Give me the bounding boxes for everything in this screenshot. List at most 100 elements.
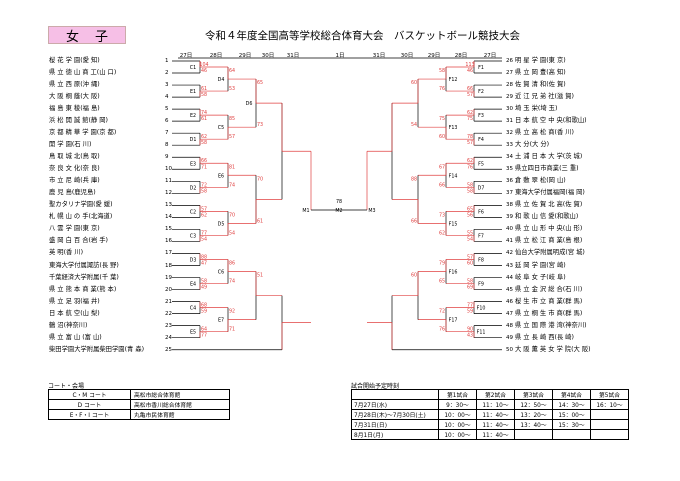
score-label: 68 — [201, 303, 207, 309]
left-team-name: 市 立 尼 崎(兵 庫) — [49, 177, 100, 185]
score-label: 61 — [201, 116, 207, 122]
score-label: 70 — [229, 212, 235, 218]
right-team-name: 日 本 航 空 中 央(和歌山) — [515, 117, 587, 125]
schedule-cell: 15：30～ — [552, 419, 591, 430]
schedule-cell: 10：00～ — [438, 409, 477, 420]
left-seed-number: 24 — [165, 334, 172, 341]
left-team-name: 聖カタリナ学園(愛 媛) — [49, 201, 113, 209]
right-seed-number: 49 — [506, 334, 513, 341]
game-code: F14 — [449, 173, 458, 179]
score-label: 57 — [229, 134, 235, 140]
score-label: 66 — [411, 218, 417, 224]
game-code: M2 — [335, 208, 342, 214]
score-label: 58 — [201, 279, 207, 285]
right-seed-number: 30 — [506, 106, 513, 113]
right-team-name: 延 岡 学 園(宮 崎) — [515, 261, 566, 269]
venue-table: C・M コート高松市総合体育館 D コート高松市香川総合体育館 E・F・I コー… — [48, 389, 230, 420]
schedule-header-cell: 第1試合 — [438, 389, 477, 400]
game-code: D3 — [190, 257, 197, 263]
right-seed-number: 45 — [506, 286, 513, 293]
score-label: 57 — [201, 206, 207, 212]
score-label: 57 — [467, 254, 473, 260]
schedule-header-cell: 第5試合 — [590, 389, 629, 400]
left-team-name: 県 立 足 羽(福 井) — [49, 297, 100, 305]
venue-row: D コート高松市香川総合体育館 — [48, 399, 230, 410]
left-team-name: 桜 花 学 園(愛 知) — [49, 57, 100, 64]
score-label: 58 — [467, 279, 473, 285]
schedule-cell: 9：30～ — [438, 399, 477, 410]
game-code: E1 — [190, 89, 196, 95]
left-seed-number: 17 — [165, 250, 172, 257]
right-team-name: 県 立 国 際 港 湾(神奈川) — [515, 321, 587, 329]
left-seed-number: 10 — [165, 166, 172, 173]
score-label: 57 — [467, 140, 473, 146]
right-team-name: 東海大学付属福岡(福 岡) — [515, 189, 585, 197]
right-seed-number: 34 — [506, 154, 513, 161]
score-label: 49 — [201, 285, 207, 291]
game-code: D4 — [218, 77, 225, 83]
schedule-title: 試合開始予定時刻 — [351, 383, 400, 390]
score-label: 70 — [257, 176, 263, 182]
left-seed-number: 1 — [165, 58, 169, 64]
place-cell: 高松市香川総合体育館 — [130, 399, 230, 410]
score-label: 61 — [257, 218, 263, 224]
game-code: C1 — [190, 65, 196, 71]
score-label: 64 — [229, 68, 235, 74]
game-code: F11 — [477, 330, 486, 336]
left-seed-number: 8 — [165, 142, 169, 149]
left-team-name: 鳥 取 城 北(鳥 取) — [49, 153, 100, 161]
date-header: 27日 — [483, 53, 497, 59]
right-seed-number: 37 — [506, 190, 513, 197]
score-label: 75 — [467, 116, 473, 122]
left-team-name: 千葉経済大学附属(千 葉) — [49, 273, 119, 281]
game-code: D5 — [218, 221, 225, 227]
score-label: 56 — [467, 212, 473, 218]
right-team-name: 近 江 兄 弟 社(滋 賀) — [515, 93, 574, 101]
score-label: 46 — [201, 68, 207, 74]
schedule-header-cell: 第3試合 — [514, 389, 553, 400]
game-code: F1 — [478, 65, 484, 71]
score-label: 76 — [467, 164, 473, 170]
schedule-header-cell: 第4試合 — [552, 389, 591, 400]
score-label: 54 — [229, 230, 235, 236]
schedule-row: 7月27日(水)9：30～11：10～12：50～14：30～16：10～ — [351, 399, 629, 410]
score-label: 55 — [467, 230, 473, 236]
game-code: F12 — [449, 77, 458, 83]
schedule-cell: 12：50～ — [514, 399, 553, 410]
right-team-name: 県 立 金 沢 総 合(石 川) — [515, 285, 583, 293]
schedule-header-cell — [351, 389, 439, 400]
right-team-name: 県 立 山 形 中 央(山 形) — [515, 225, 583, 233]
score-label: 77 — [201, 333, 207, 339]
score-label: 46 — [467, 68, 473, 74]
left-seed-number: 3 — [165, 82, 169, 89]
right-seed-number: 36 — [506, 178, 513, 185]
right-seed-number: 39 — [506, 214, 513, 221]
place-cell: 高松市総合体育館 — [130, 389, 230, 400]
game-code: F6 — [478, 209, 484, 215]
score-label: 75 — [439, 116, 445, 122]
score-label: 58 — [439, 68, 445, 74]
score-label: 54 — [411, 122, 417, 128]
score-label: 92 — [229, 309, 235, 315]
game-code: F5 — [478, 161, 484, 167]
schedule-cell: 11：40～ — [476, 409, 515, 420]
left-seed-number: 9 — [165, 154, 169, 161]
left-team-name: 英 明(香 川) — [49, 249, 84, 257]
game-code: E6 — [218, 173, 224, 179]
score-label: 54 — [467, 236, 473, 242]
score-label: 60 — [467, 261, 473, 267]
game-code: F17 — [449, 318, 458, 324]
score-label: 62 — [467, 158, 473, 164]
right-team-name: 県 立 桐 生 市 商(群 馬) — [515, 309, 583, 317]
left-team-name: 県 立 西 原(沖 縄) — [49, 81, 100, 89]
score-label: 66 — [201, 158, 207, 164]
right-team-name: 県立四日市商業(三 重) — [515, 165, 579, 173]
right-team-name: 埼 玉 栄(埼 玉) — [515, 105, 558, 113]
court-cell: E・F・I コート — [48, 409, 131, 420]
right-seed-number: 31 — [506, 118, 513, 125]
left-seed-number: 4 — [165, 94, 169, 101]
left-team-name: 京 都 精 華 学 園(京 都) — [49, 129, 117, 137]
game-code: F4 — [478, 137, 484, 143]
score-label: 51 — [257, 273, 263, 279]
